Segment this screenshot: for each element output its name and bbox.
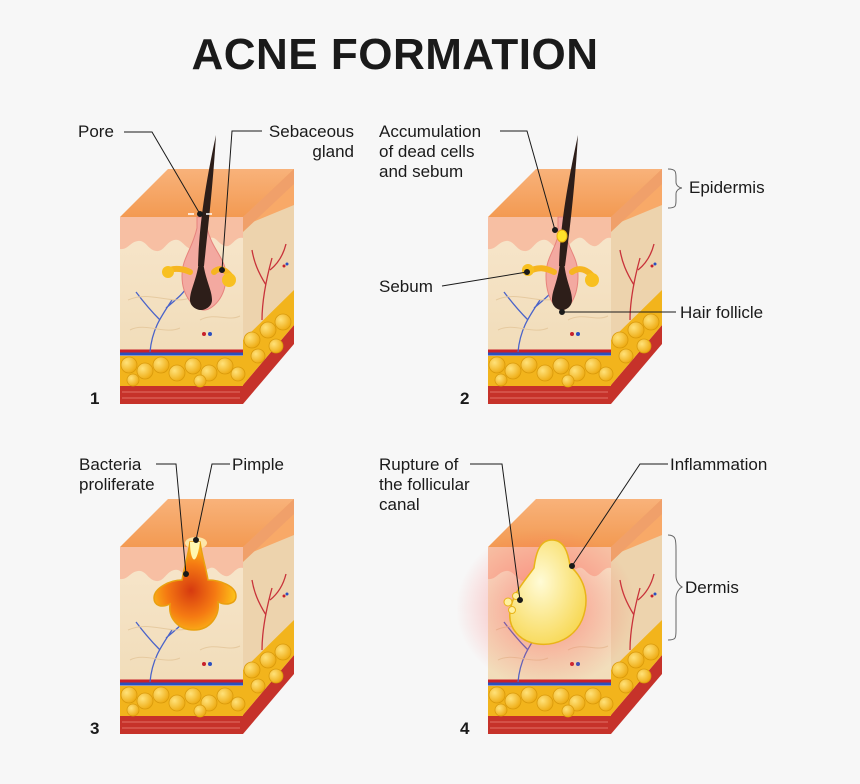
label-bacteria-proliferate: Bacteria proliferate [79, 455, 155, 494]
label-pore: Pore [78, 122, 114, 141]
label-pimple: Pimple [232, 455, 284, 474]
epidermis-bracket [667, 168, 683, 209]
panel-number-4: 4 [460, 719, 470, 738]
dermis-bracket [667, 534, 684, 641]
label-hair-follicle: Hair follicle [680, 303, 764, 322]
panel-number-2: 2 [460, 389, 470, 408]
page-title: ACNE FORMATION [191, 30, 599, 79]
label-sebum: Sebum [379, 277, 433, 296]
panel-number-1: 1 [90, 389, 100, 408]
label-epidermis: Epidermis [689, 178, 765, 197]
label-dermis: Dermis [685, 578, 739, 597]
panel-2-skin-block [486, 135, 664, 406]
label-rupture: Rupture of the follicular canal [379, 455, 470, 514]
label-sebaceous-gland: Sebaceous gland [268, 122, 354, 161]
panel-3-skin-block [118, 497, 296, 736]
label-accumulation: Accumulation of dead cells and sebum [379, 122, 482, 181]
leader-lines [124, 130, 676, 603]
panel-number-3: 3 [90, 719, 100, 738]
panel-1-skin-block [118, 135, 296, 406]
panel-4-skin-block [456, 497, 664, 736]
label-inflammation: Inflammation [670, 455, 768, 474]
